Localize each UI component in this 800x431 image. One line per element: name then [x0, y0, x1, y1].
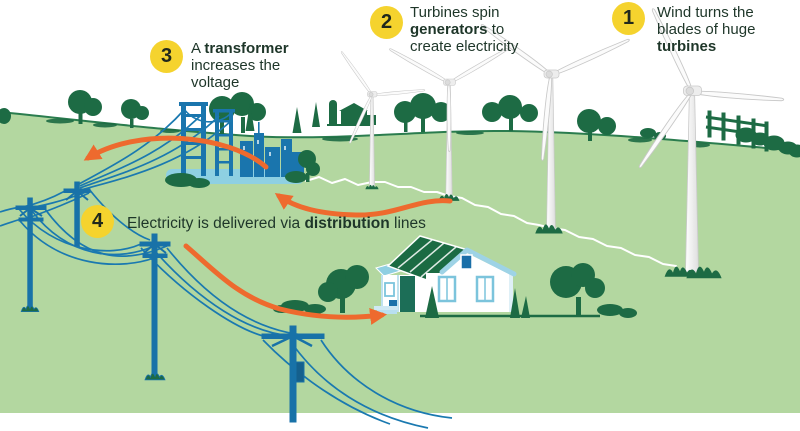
door — [400, 276, 415, 312]
house — [374, 235, 600, 318]
cable-zigzag — [305, 176, 677, 267]
foreground-trees-right — [425, 263, 637, 318]
step-1-line-1: Wind turns the — [657, 4, 754, 21]
wind-turbine-4 — [636, 7, 785, 279]
step-2-label: Turbines spin generators to create elect… — [410, 4, 518, 55]
step-2-line-1: Turbines spin — [410, 4, 500, 21]
wind-turbine-3 — [479, 22, 631, 234]
step-3-line-2: increases the — [191, 57, 281, 74]
step-1-line-2: blades of huge — [657, 21, 756, 38]
step-1-badge: 1 — [612, 2, 645, 35]
power-pole — [63, 181, 91, 247]
flow-arrow-turbine-to-transformer — [274, 193, 453, 218]
step-3-line-1: A transformer — [191, 40, 289, 57]
step-1-line-3: turbines — [657, 38, 717, 55]
power-pole — [261, 325, 325, 423]
flow-arrow-transformer-to-grid — [83, 135, 269, 170]
step-2-badge: 2 — [370, 6, 403, 39]
fence — [705, 110, 800, 158]
step-1-label: Wind turns the blades of huge turbines — [657, 4, 755, 55]
step-3-label: A transformer increases the voltage — [191, 40, 289, 91]
step-2-line-2: generators to — [410, 21, 505, 38]
front-windows — [437, 275, 495, 303]
power-pole — [15, 197, 47, 313]
attic-window — [460, 254, 473, 270]
flow-arrow-grid-to-house — [183, 243, 388, 325]
step-3-line-3: voltage — [191, 74, 240, 91]
power-pole — [139, 233, 171, 381]
step-3-badge: 3 — [150, 40, 183, 73]
wind-turbine-2 — [388, 46, 510, 201]
foreground-trees-left — [273, 265, 369, 314]
step-2-line-3: create electricity — [410, 38, 519, 55]
step-4-badge: 4 — [81, 205, 114, 238]
power-poles — [15, 181, 325, 423]
step-4-label: Electricity is delivered via distributio… — [127, 215, 426, 232]
annex-window — [384, 282, 395, 297]
wind-turbine-1 — [340, 50, 426, 190]
